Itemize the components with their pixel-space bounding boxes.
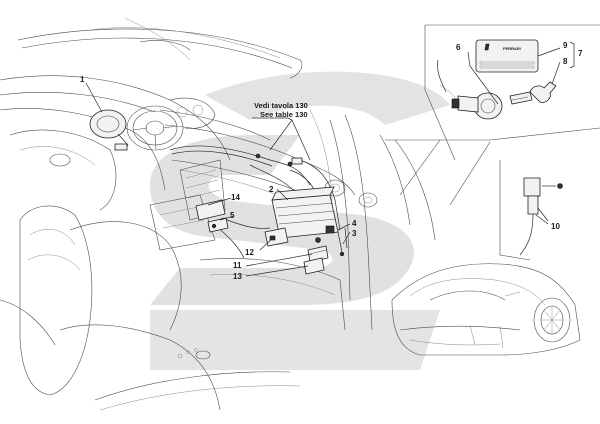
callout-12: 12	[245, 248, 254, 257]
reference-note: Vedi tavola 130 See table 130	[254, 101, 308, 119]
callout-3: 3	[352, 229, 357, 238]
key-inset: FERRARI	[424, 24, 600, 161]
small-modules	[264, 227, 348, 275]
callout-8: 8	[563, 57, 568, 66]
reference-note-english: See table 130	[260, 110, 308, 119]
key-tag-logo: FERRARI	[503, 46, 521, 51]
callout-5: 5	[230, 211, 235, 220]
callout-4: 4	[352, 219, 357, 228]
control-unit	[271, 186, 339, 243]
reference-note-italian: Vedi tavola 130	[254, 101, 308, 110]
reference-leader	[252, 117, 311, 161]
callout-9: 9	[563, 41, 568, 50]
callout-2: 2	[269, 185, 274, 194]
bracket-group	[195, 199, 229, 233]
car-inset	[385, 127, 600, 356]
callout-1: 1	[80, 75, 85, 84]
callout-14: 14	[231, 193, 240, 202]
watermark-base	[150, 310, 440, 370]
callout-labels: 1 2 3 4 5 6 7 8 9 10 11 12 13 14	[80, 41, 583, 281]
callout-10: 10	[551, 222, 560, 231]
airbag-module	[89, 109, 129, 151]
callout-13: 13	[233, 272, 242, 281]
callout-11: 11	[233, 261, 242, 270]
callout-7: 7	[578, 49, 583, 58]
leader-lines	[85, 82, 549, 277]
callout-6: 6	[456, 43, 461, 52]
watermark-arc	[205, 71, 450, 125]
seat-sketch	[0, 129, 346, 411]
